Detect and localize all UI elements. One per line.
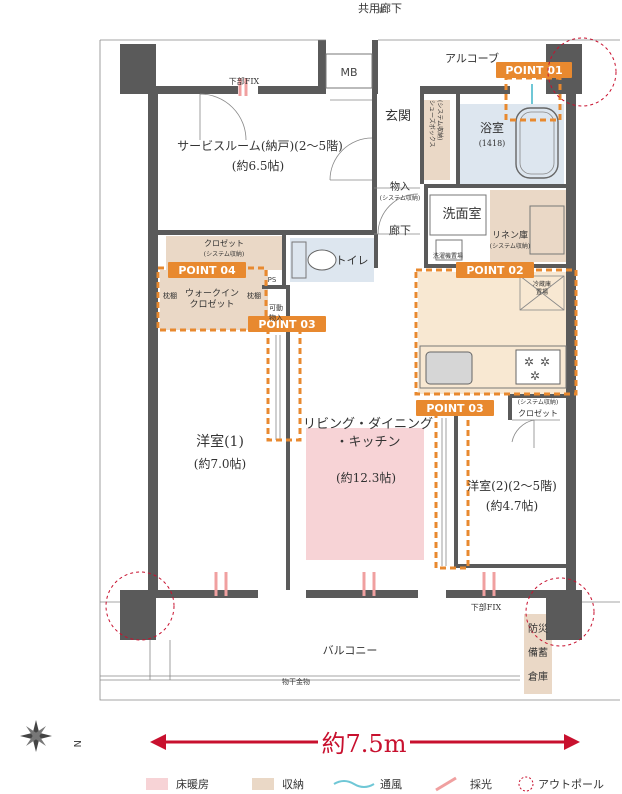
width-label: 約7.5m bbox=[322, 730, 407, 758]
disaster-label-3: 倉庫 bbox=[528, 670, 548, 683]
svg-text:✲: ✲ bbox=[540, 355, 550, 369]
fix-bottom-label: 下部FIX bbox=[471, 602, 502, 612]
legend-swatch-floor-heat bbox=[146, 778, 168, 790]
corridor-label: 共用廊下 bbox=[358, 1, 402, 15]
compass-n: N bbox=[71, 740, 82, 747]
linen-sub: (システム収納) bbox=[490, 242, 531, 250]
shoes-box-sub: (システム収納) bbox=[436, 100, 444, 141]
shoes-box-label: シューズボックス bbox=[428, 100, 436, 148]
svg-text:POINT 02: POINT 02 bbox=[466, 264, 523, 277]
point-03a-badge: POINT 03 bbox=[248, 316, 326, 332]
linen-label: リネン庫 bbox=[492, 229, 528, 241]
bath-label: 浴室 bbox=[480, 120, 504, 135]
point-01-badge: POINT 01 bbox=[496, 62, 572, 78]
toilet-label: トイレ bbox=[336, 254, 369, 267]
svg-text:POINT 04: POINT 04 bbox=[178, 264, 236, 277]
disaster-label-2: 備蓄 bbox=[528, 646, 548, 659]
mb-label: MB bbox=[340, 66, 357, 79]
disaster-label-1: 防災 bbox=[528, 622, 548, 635]
svg-text:✲: ✲ bbox=[524, 355, 534, 369]
legend: 床暖房 収納 通風 採光 アウトポール bbox=[146, 776, 604, 792]
legend-outpole: アウトポール bbox=[538, 778, 604, 791]
western1-size: (約7.0帖) bbox=[194, 456, 246, 471]
point-03b-badge: POINT 03 bbox=[416, 400, 494, 416]
svg-text:POINT 01: POINT 01 bbox=[505, 64, 562, 77]
legend-swatch-storage bbox=[252, 778, 274, 790]
legend-floor-heat: 床暖房 bbox=[176, 777, 209, 791]
svg-text:POINT 03: POINT 03 bbox=[258, 318, 315, 331]
svg-text:✲: ✲ bbox=[530, 369, 540, 383]
bath-fill bbox=[458, 104, 564, 184]
ldk-floor-heating bbox=[306, 428, 424, 560]
linen-fill bbox=[490, 190, 566, 262]
kanou-label-1: 可動 bbox=[269, 303, 283, 312]
ldk-label-1: リビング・ダイニング bbox=[303, 417, 433, 432]
ps-label: PS bbox=[268, 276, 277, 284]
hanger-label: 物干金物 bbox=[282, 677, 310, 686]
shelf-left-label: 枕棚 bbox=[163, 291, 177, 300]
balcony-label: バルコニー bbox=[323, 644, 378, 657]
shoes-box-fill bbox=[420, 100, 450, 180]
service-room-size: (約6.5帖) bbox=[232, 158, 284, 173]
walkin-label-2: クロゼット bbox=[189, 298, 234, 310]
washer-label: 洗濯機置場 bbox=[433, 252, 463, 260]
shelf-right-label: 枕棚 bbox=[247, 291, 261, 300]
western2-size: (約4.7帖) bbox=[486, 498, 538, 513]
legend-ventilation: 通風 bbox=[380, 778, 402, 791]
storage-in-label: 物入 bbox=[390, 180, 410, 193]
washroom-label: 洗面室 bbox=[442, 206, 481, 222]
fridge-label-2: 置場 bbox=[536, 288, 548, 296]
svg-text:POINT 03: POINT 03 bbox=[426, 402, 483, 415]
walkin-label-1: ウォークイン bbox=[185, 288, 239, 299]
compass-icon: N bbox=[20, 720, 82, 752]
point-02-badge: POINT 02 bbox=[456, 262, 534, 278]
system-closet-sub: (システム収納) bbox=[518, 398, 559, 406]
legend-daylight-icon bbox=[435, 776, 457, 792]
bath-size: (1418) bbox=[479, 139, 506, 148]
storage-in-sub: (システム収納) bbox=[380, 194, 421, 202]
ldk-label-2: ・キッチン bbox=[335, 435, 400, 450]
legend-ventilation-icon bbox=[333, 780, 375, 788]
legend-storage: 収納 bbox=[282, 778, 304, 791]
ldk-size: (約12.3帖) bbox=[336, 470, 396, 485]
western1-label: 洋室(1) bbox=[196, 433, 244, 450]
alcove-label: アルコーブ bbox=[445, 51, 499, 65]
ventilation-daylight-marks bbox=[214, 78, 533, 596]
width-dimension: 約7.5m bbox=[150, 730, 580, 758]
system-closet-label: クロゼット bbox=[518, 408, 558, 418]
service-room-label: サービスルーム(納戸)(2〜5階) bbox=[177, 138, 343, 153]
fix-top-label: 下部FIX bbox=[229, 76, 260, 86]
legend-outpole-icon bbox=[518, 776, 534, 792]
closet-top-label: クロゼット bbox=[204, 238, 244, 248]
entrance-label: 玄関 bbox=[385, 109, 411, 124]
kanou-label-2: 物入 bbox=[269, 313, 283, 322]
point-04-badge: POINT 04 bbox=[168, 262, 246, 278]
hallway-label: 廊下 bbox=[389, 223, 411, 237]
western2-label: 洋室(2)(2〜5階) bbox=[467, 478, 557, 493]
fridge-label-1: 冷蔵庫 bbox=[533, 280, 551, 288]
closet-top-sub: (システム収納) bbox=[204, 250, 245, 258]
legend-daylight: 採光 bbox=[470, 777, 492, 791]
